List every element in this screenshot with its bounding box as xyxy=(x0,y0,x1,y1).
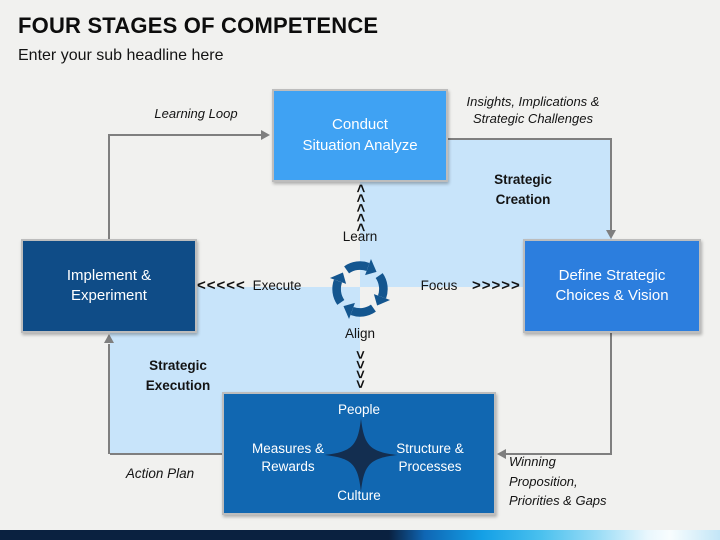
annotation-action-plan: Action Plan xyxy=(125,466,195,481)
stage-box-label: Conduct Situation Analyze xyxy=(302,116,418,154)
stage-box-label: Define Strategic Choices & Vision xyxy=(555,266,669,304)
cycle-label-learn: Learn xyxy=(342,229,378,244)
stage-box-implement-experiment: Implement & Experiment xyxy=(21,239,197,333)
cycle-label-align: Align xyxy=(344,326,376,341)
org-label-culture: Culture xyxy=(337,488,381,504)
arrowhead-down-icon xyxy=(606,230,616,239)
footer-accent-bar xyxy=(0,530,720,540)
connector-top-left-horizontal xyxy=(108,134,262,136)
stage-box-define-strategic-choices: Define Strategic Choices & Vision xyxy=(523,239,701,333)
org-label-measures-rewards: Measures & Rewards xyxy=(251,441,325,474)
connector-right-vertical-lower xyxy=(610,332,612,454)
connector-right-vertical-upper xyxy=(610,139,612,231)
connector-bottom-right-horizontal xyxy=(506,453,612,455)
chevrons-right-icon: >>>>> xyxy=(472,277,521,294)
org-label-people: People xyxy=(337,402,381,417)
arrowhead-up-icon xyxy=(104,334,114,343)
annotation-strategic-execution: Strategic Execution xyxy=(145,358,211,393)
page-title: FOUR STAGES OF COMPETENCE xyxy=(18,13,379,38)
page-subtitle: Enter your sub headline here xyxy=(18,47,224,64)
annotation-strategic-creation: Strategic Creation xyxy=(494,172,552,207)
cycle-label-execute: Execute xyxy=(252,278,302,293)
stage-box-conduct-situation-analyze: Conduct Situation Analyze xyxy=(272,89,448,182)
annotation-winning-proposition: Winning Proposition, Priorities & Gaps xyxy=(509,454,607,508)
four-point-star-icon xyxy=(324,418,398,492)
annotation-insights: Insights, Implications & Strategic Chall… xyxy=(466,94,600,126)
annotation-learning-loop: Learning Loop xyxy=(154,106,238,121)
arrowhead-left-icon xyxy=(497,449,506,459)
connector-top-right-horizontal xyxy=(448,138,612,140)
chevrons-left-icon: <<<<< xyxy=(197,277,246,294)
connector-left-vertical-lower xyxy=(108,344,110,454)
chevrons-up-icon: <<<<< xyxy=(352,184,369,233)
cycle-arrows-icon xyxy=(329,258,391,320)
stage-box-label: Implement & Experiment xyxy=(66,266,152,304)
connector-bottom-left-horizontal xyxy=(110,453,223,455)
arrowhead-right-icon xyxy=(261,130,270,140)
chevrons-down-icon: >>>> xyxy=(351,350,369,390)
org-label-structure-processes: Structure & Processes xyxy=(396,441,464,474)
connector-left-vertical xyxy=(108,135,110,240)
cycle-label-focus: Focus xyxy=(420,278,458,293)
stage-box-organization: People Measures & Rewards Structure & Pr… xyxy=(222,392,496,515)
